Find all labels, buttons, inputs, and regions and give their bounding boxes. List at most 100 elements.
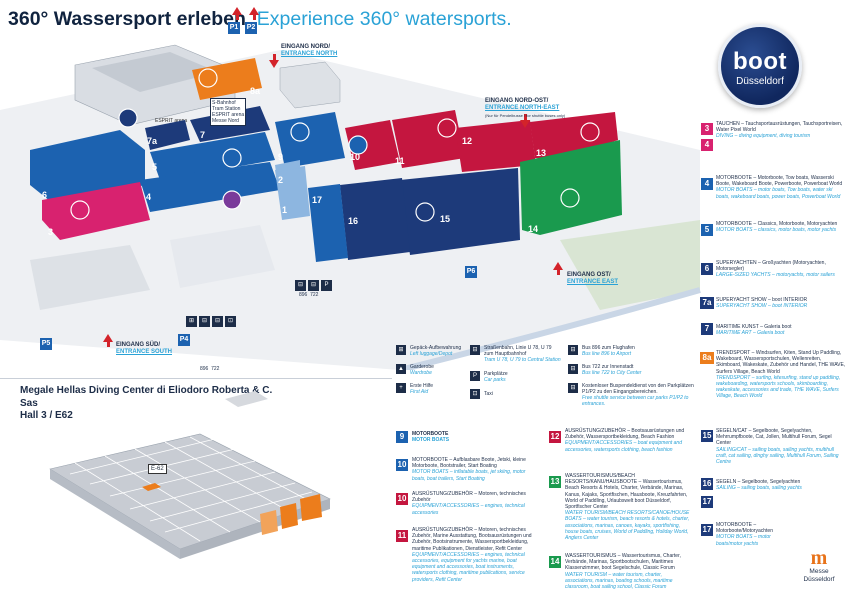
legend-hall-16-en: SAILING – sailing boats, sailing yachts (716, 485, 802, 492)
legend-hall-9: MOTORBOOTE MOTOR BOATS (412, 431, 537, 443)
trendsport-pictogram-icon (198, 68, 218, 88)
service-tram-de: Straßenbahn, Linie U 78, U 79 (484, 345, 552, 351)
messe-logo-mark-icon: m (810, 547, 828, 569)
legend-hall-15-badge[interactable]: 15 (701, 430, 713, 442)
legend-hall-10-equip-number: 10 (397, 494, 407, 503)
hall-16[interactable] (340, 178, 410, 260)
hall-7-number: 7 (200, 130, 205, 140)
parking-p1-icon[interactable]: P1 (228, 22, 240, 34)
hall-3[interactable] (42, 182, 150, 240)
boot-logo[interactable]: boot Düsseldorf (718, 24, 802, 108)
legend-hall-16-badge[interactable]: 16 (701, 478, 713, 490)
tram-icon: ⊟ (470, 345, 480, 355)
hall-10-number: 10 (350, 152, 360, 162)
map-parking-icon: P (321, 280, 332, 291)
hall-5[interactable] (150, 132, 275, 180)
booth-e62-highlight[interactable] (142, 483, 161, 491)
title-english: Experience 360° watersports. (256, 8, 512, 30)
map-tram-icon: ⊞ (186, 316, 197, 327)
legend-hall-10-motor-en: MOTOR BOATS – inflatable boats, jet skii… (412, 469, 526, 482)
hall-7a[interactable] (145, 120, 190, 150)
parking-p4-icon[interactable]: P4 (178, 334, 190, 346)
legend-hall-12-de: AUSRÜSTUNG/ZUBEHÖR – Bootsausrüstungen u… (565, 428, 685, 441)
hall-15[interactable] (400, 168, 520, 255)
entrance-northeast-de: EINGANG NORD-OST/ (485, 98, 549, 104)
north-up-arrow-1 (232, 7, 242, 20)
hall-17[interactable] (308, 184, 348, 262)
hall-4[interactable] (140, 162, 280, 212)
hall-floor (49, 433, 331, 550)
bus-722-right: 722 (211, 366, 220, 372)
hall-2[interactable] (275, 160, 300, 172)
legend-hall-4a-number: 4 (704, 140, 710, 149)
hall-3-number: 3 (48, 227, 53, 237)
legend-hall-13-badge[interactable]: 13 (549, 476, 561, 488)
parking-p5-icon[interactable]: P5 (40, 338, 52, 350)
legend-hall-5-badge[interactable]: 5 (701, 224, 713, 236)
parking-p6-icon[interactable]: P6 (465, 266, 477, 278)
entrance-northeast-label[interactable]: EINGANG NORD-OST/ ENTRANCE NORTH-EAST (N… (485, 98, 565, 119)
legend-hall-4-badge[interactable]: 4 (701, 178, 713, 190)
messe-duesseldorf-logo[interactable]: m Messe Düsseldorf (790, 548, 848, 584)
legend-hall-6-de: SUPERYACHTEN – Großyachten (Motoryachten… (716, 260, 826, 273)
legend-hall-11-badge[interactable]: 11 (396, 530, 408, 542)
legend-hall-3-badge[interactable]: 3 (701, 123, 713, 135)
legend-hall-9-badge[interactable]: 9 (396, 431, 408, 443)
hall-1[interactable] (275, 166, 310, 220)
legend-hall-4a-badge[interactable]: 4 (701, 139, 713, 151)
legend-hall-3-number: 3 (704, 124, 710, 133)
hall-14[interactable] (520, 140, 622, 235)
north-entrance-building (279, 61, 341, 109)
parking-p2-icon[interactable]: P2 (245, 22, 257, 34)
fairground-map[interactable]: ESPRIT arena 8a 6 7a 7 5 4 3 9 10 11 (0, 7, 705, 373)
entrance-north-label[interactable]: EINGANG NORD/ ENTRANCE NORTH (281, 44, 337, 58)
bus-896-left: 896 (299, 292, 308, 298)
hall-17-number: 17 (312, 195, 322, 205)
legend-hall-17a-badge[interactable]: 17 (701, 496, 713, 508)
entrance-east-label[interactable]: EINGANG OST/ ENTRANCE EAST (567, 272, 618, 286)
booth-tag[interactable]: E-62 (148, 464, 167, 474)
legend-hall-17-en: MOTOR BOATS – motor boats/motor yachts (716, 534, 771, 547)
legend-hall-12-badge[interactable]: 12 (549, 431, 561, 443)
legend-hall-17-badge[interactable]: 17 (701, 524, 713, 536)
legend-hall-10-motor-de: MOTORBOOTE – Aufblasbare Boote, Jetski, … (412, 457, 526, 470)
legend-hall-10-badge[interactable]: 10 (396, 459, 408, 471)
service-shuttle-de: Kostenloser Buspendeldienst von den Park… (582, 383, 694, 395)
legend-hall-10-equip-en: EQUIPMENT/ACCESSORIES – engines, technic… (412, 503, 525, 516)
legend-hall-3-de: TAUCHEN – Tauchsportausrüstungen, Tauchs… (716, 121, 843, 134)
legend-hall-10-equip-badge[interactable]: 10 (396, 493, 408, 505)
hall-12[interactable] (455, 120, 536, 172)
legend-hall-7-en: MARITIME ART – Galeria boot (716, 330, 785, 337)
legend-hall-5-en: MOTOR BOATS – classics, motor boats, mot… (716, 227, 837, 234)
coat-icon: ▲ (396, 364, 406, 374)
legend-hall-12-en: EQUIPMENT/ACCESSORIES – boat equipment a… (565, 440, 682, 453)
legend-hall-8a-badge[interactable]: 8a (700, 352, 714, 364)
hall-13[interactable] (530, 112, 618, 160)
service-bus-896-en: Bus line 896 to Airport (582, 351, 632, 357)
entrance-south-de: EINGANG SÜD/ (116, 342, 161, 348)
legend-hall-7a-badge[interactable]: 7a (700, 297, 714, 309)
legend-hall-7-badge[interactable]: 7 (701, 323, 713, 335)
hall-13-number: 13 (536, 148, 546, 158)
info-arena: ESPRIT arena (212, 112, 245, 118)
legend-hall-8a-number: 8a (702, 353, 712, 362)
hall-14-number: 14 (528, 224, 538, 234)
entrance-east-en: ENTRANCE EAST (567, 279, 619, 285)
hall-8a[interactable] (192, 58, 262, 100)
legend-hall-14-badge[interactable]: 14 (549, 556, 561, 568)
map-bus-icon-1: ⊟ (295, 280, 306, 291)
hall-10[interactable] (345, 120, 400, 170)
hall-9[interactable] (275, 112, 345, 168)
hall-entrance-marker (300, 494, 322, 521)
green-area-east (560, 220, 700, 310)
map-bus-icon-2: ⊟ (308, 280, 319, 291)
entrance-south-label[interactable]: EINGANG SÜD/ ENTRANCE SOUTH (116, 342, 172, 356)
legend-hall-14: WASSERTOURISMUS – Wassertourismus, Chart… (565, 553, 690, 590)
sun-pictogram-icon (560, 188, 580, 208)
service-luggage-en: Left luggage/Depot (410, 351, 453, 357)
hall-6[interactable] (30, 130, 145, 205)
legend-hall-6-badge[interactable]: 6 (701, 263, 713, 275)
bus-896-right: 896 (200, 366, 209, 372)
diving-pictogram-icon (70, 200, 90, 220)
hall-6-number: 6 (42, 190, 47, 200)
